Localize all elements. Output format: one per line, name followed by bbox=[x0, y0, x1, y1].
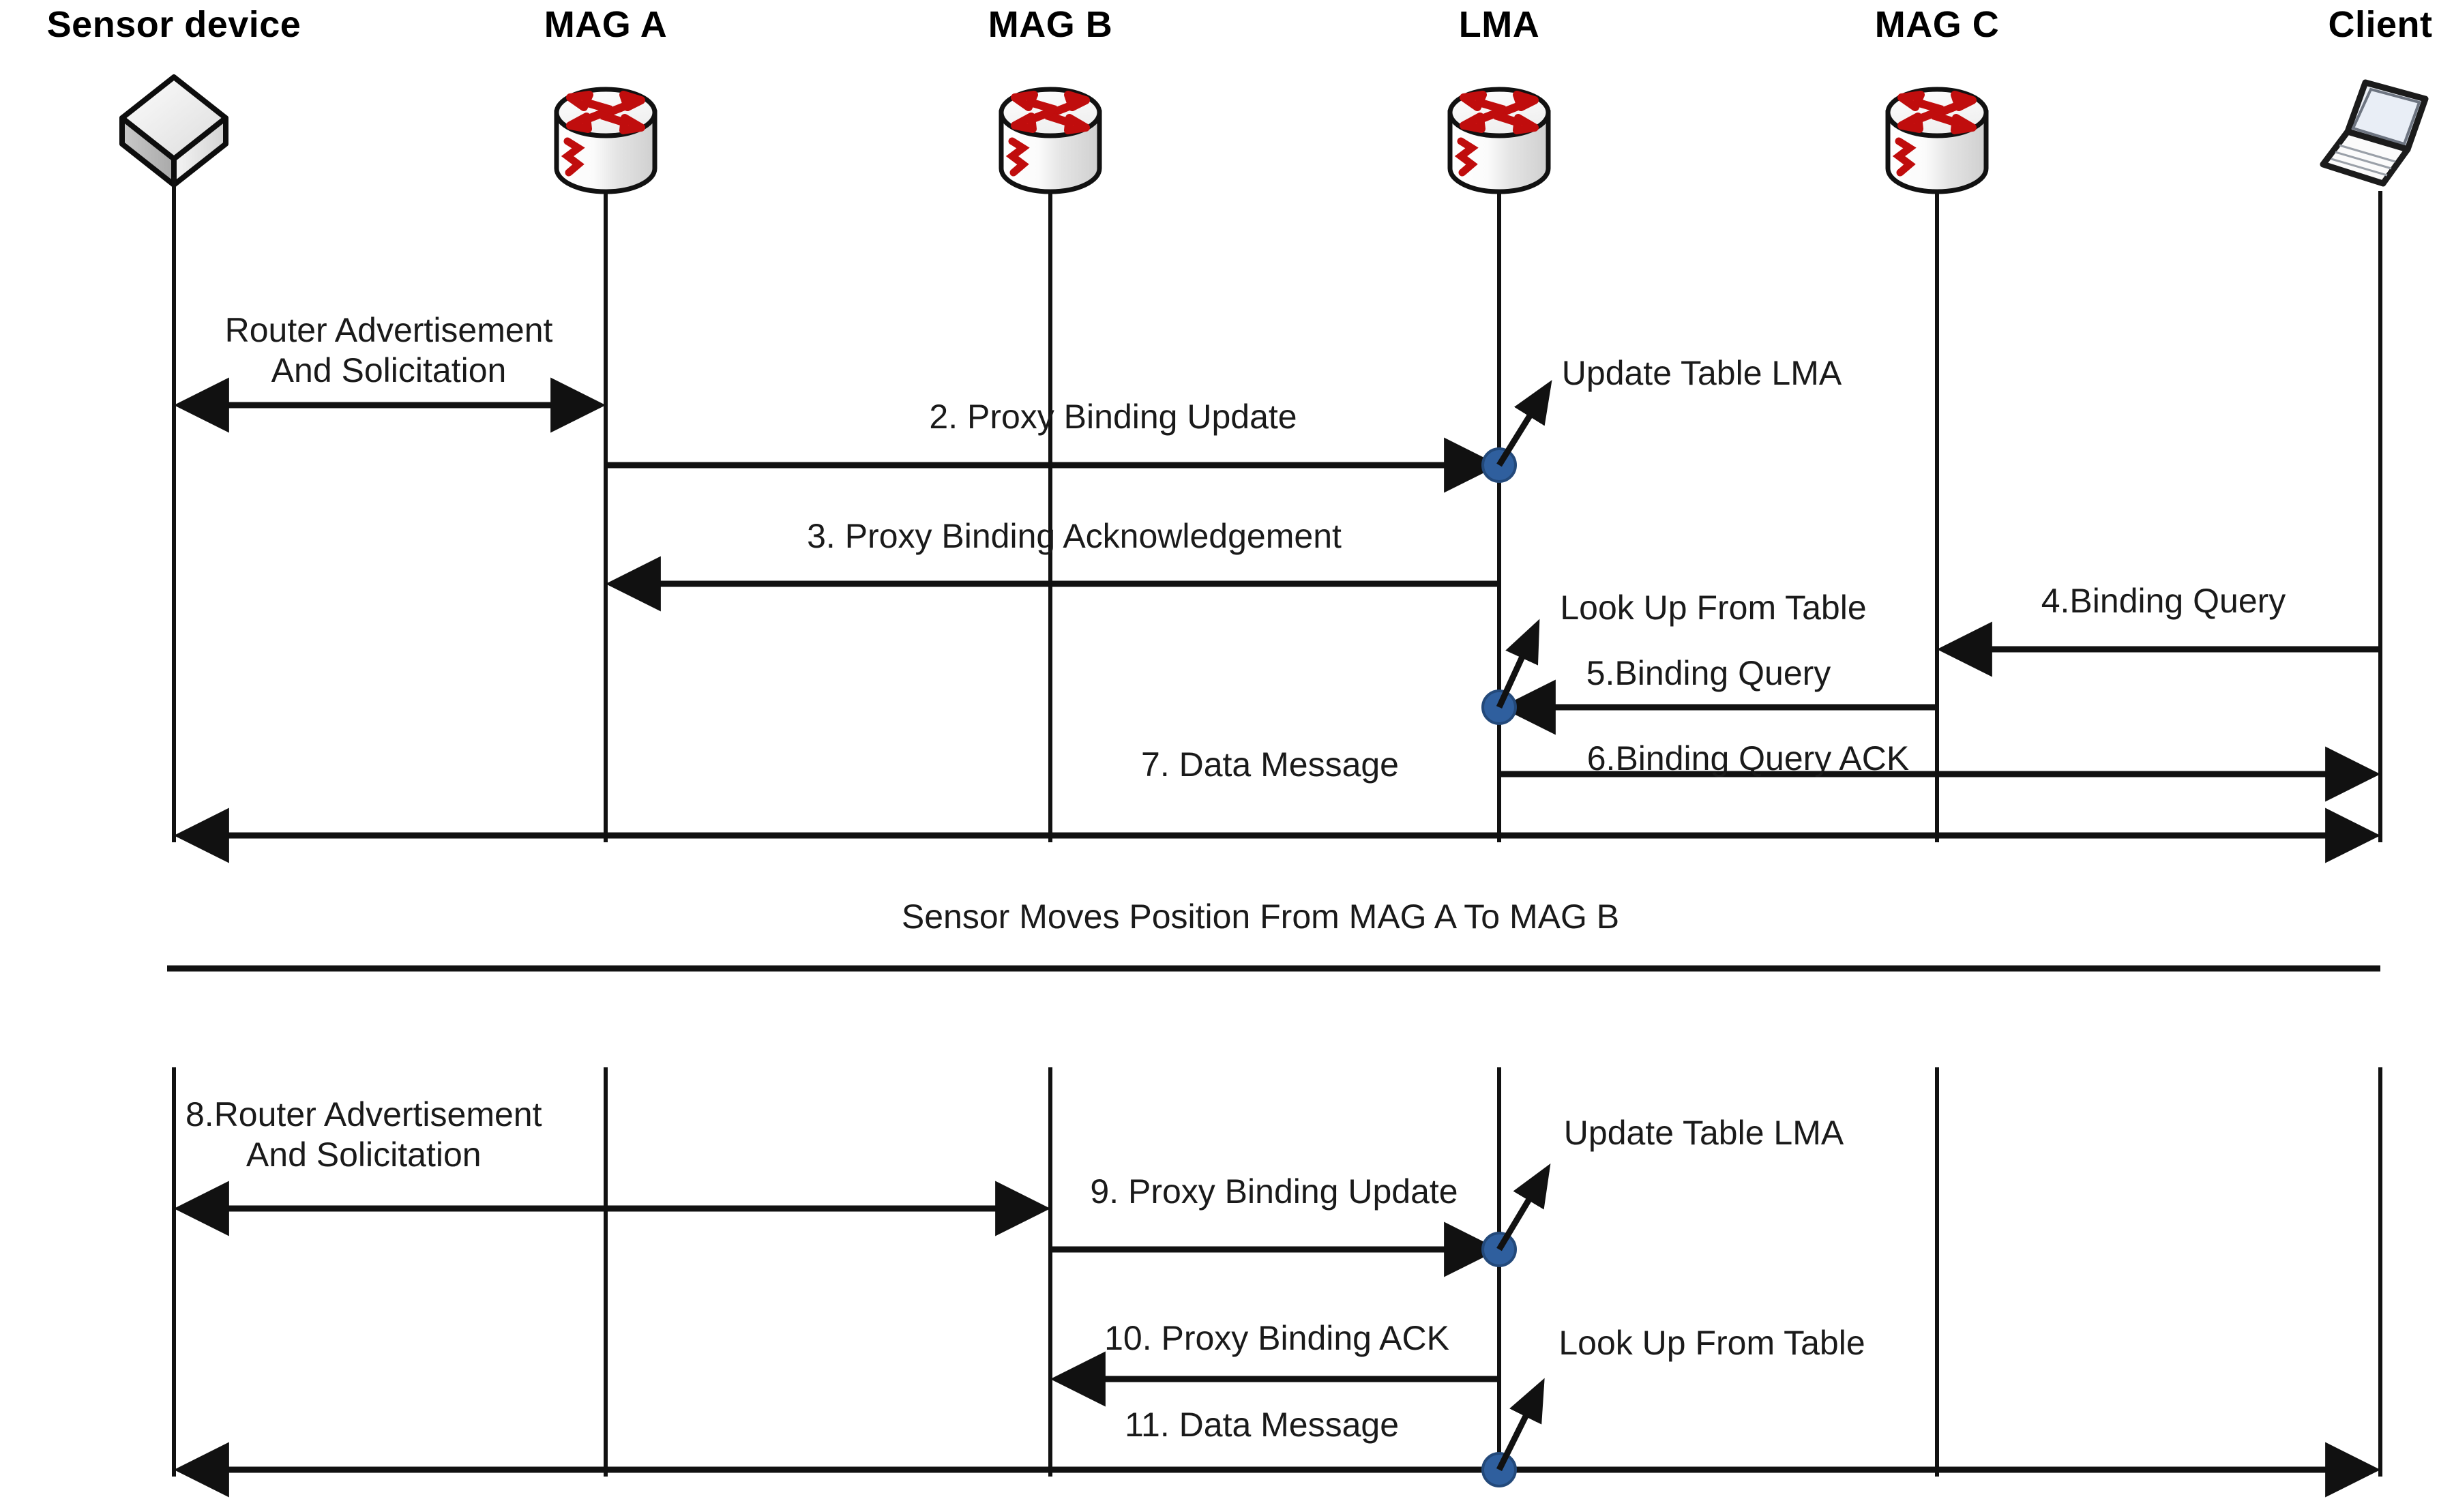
self-arrow bbox=[1496, 380, 1552, 467]
self-action-look-up-from-table-bottom bbox=[1481, 1378, 1545, 1487]
label-line-2: And Solicitation bbox=[271, 351, 507, 389]
label-5-binding-query: 5.Binding Query bbox=[1586, 654, 1831, 692]
self-arrow bbox=[1496, 1163, 1551, 1251]
laptop-icon-client bbox=[2323, 83, 2425, 183]
lifeline-header-sensor: Sensor device bbox=[46, 4, 301, 45]
note-look-up-from-table-top: Look Up From Table bbox=[1560, 589, 1867, 627]
router-icon-mag-c bbox=[1888, 89, 1986, 192]
lifeline-header-mag-a: MAG A bbox=[544, 4, 668, 45]
router-icon-mag-a bbox=[557, 89, 655, 192]
label-10-proxy-binding-ack: 10. Proxy Binding ACK bbox=[1104, 1319, 1449, 1357]
label-line-1: Router Advertisement bbox=[224, 311, 553, 349]
label-8-router-advertisement-solicitation: 8.Router Advertisement And Solicitation bbox=[186, 1095, 542, 1175]
label-line-1: 8.Router Advertisement bbox=[186, 1095, 542, 1133]
lifeline-header-mag-b: MAG B bbox=[988, 4, 1113, 45]
lifeline-group-bottom bbox=[172, 1067, 2382, 1477]
label-11-data-message: 11. Data Message bbox=[1124, 1406, 1400, 1444]
self-action-update-table-lma-bottom bbox=[1481, 1163, 1551, 1267]
note-update-table-lma-bottom: Update Table LMA bbox=[1563, 1114, 1844, 1152]
lifeline-group-top bbox=[172, 177, 2382, 842]
lifeline-header-client: Client bbox=[2328, 4, 2433, 45]
router-icon-mag-b bbox=[1001, 89, 1099, 192]
sensor-cube-icon bbox=[122, 77, 226, 185]
label-4-binding-query: 4.Binding Query bbox=[2041, 582, 2286, 620]
label-7-data-message: 7. Data Message bbox=[1141, 745, 1399, 784]
self-arrow bbox=[1496, 1378, 1545, 1471]
label-6-binding-query-ack: 6.Binding Query ACK bbox=[1586, 739, 1910, 777]
label-2-proxy-binding-update: 2. Proxy Binding Update bbox=[929, 398, 1297, 436]
label-3-proxy-binding-acknowledgement: 3. Proxy Binding Acknowledgement bbox=[807, 517, 1342, 555]
note-update-table-lma-top: Update Table LMA bbox=[1561, 354, 1842, 392]
label-line-2: And Solicitation bbox=[246, 1136, 482, 1174]
note-look-up-from-table-bottom: Look Up From Table bbox=[1558, 1324, 1865, 1362]
lifeline-header-mag-c: MAG C bbox=[1874, 4, 2000, 45]
self-action-update-table-lma-top bbox=[1481, 380, 1552, 483]
router-icon-lma bbox=[1450, 89, 1548, 192]
label-router-advertisement-solicitation: Router Advertisement And Solicitation bbox=[225, 310, 553, 391]
lifeline-header-lma: LMA bbox=[1458, 4, 1540, 45]
self-action-look-up-from-table-top bbox=[1481, 619, 1540, 725]
self-arrow bbox=[1496, 619, 1540, 709]
label-9-proxy-binding-update: 9. Proxy Binding Update bbox=[1090, 1172, 1458, 1211]
section-divider-label: Sensor Moves Position From MAG A To MAG … bbox=[901, 898, 1620, 936]
